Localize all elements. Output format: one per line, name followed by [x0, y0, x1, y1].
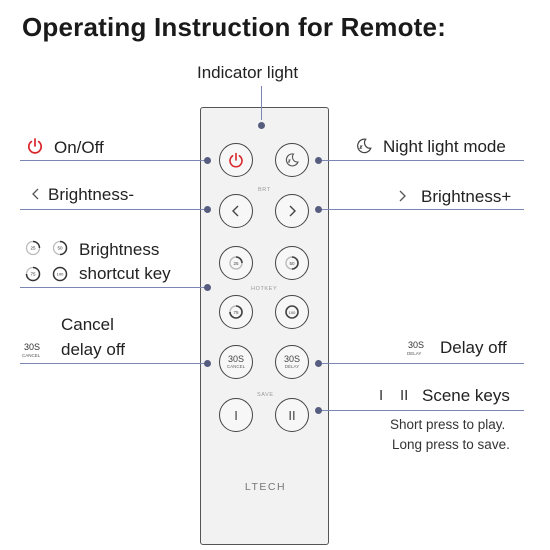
delay-off-label: Delay off [440, 338, 507, 357]
section-hotkey-label: HOTKEY [251, 286, 278, 292]
remote-body: BRT 25 50 HOTKEY 75 [200, 107, 329, 545]
delay-leader-line [320, 363, 524, 364]
cancel-leader-line [20, 363, 210, 364]
onoff-leader-line [20, 160, 210, 161]
brightness-plus-leader-line [320, 209, 524, 210]
shortcut-50-button[interactable]: 50 [275, 246, 309, 280]
scene-2-button[interactable]: II [275, 398, 309, 432]
brightness-plus-button[interactable] [275, 194, 309, 228]
dial-75-icon: 75 [25, 266, 41, 282]
cancel-delay-button-big: 30S [227, 353, 244, 364]
night-mode-icon [285, 153, 299, 167]
chevron-right-icon [289, 205, 296, 217]
delay-off-button[interactable]: 30S DELAY [275, 345, 309, 379]
scene-leader-line [320, 410, 524, 411]
shortcut-label-line2: shortcut key [79, 264, 171, 283]
brightness-minus-label: Brightness- [48, 185, 134, 204]
page-title: Operating Instruction for Remote: [22, 12, 447, 42]
scene-2-button-label: II [288, 407, 296, 423]
dial-50-icon [285, 256, 299, 270]
long-press-note: Long press to save. [392, 437, 510, 452]
shortcut-75-button[interactable]: 75 [219, 295, 253, 329]
scene-1-button[interactable]: I [219, 398, 253, 432]
chevron-left-icon [32, 188, 39, 200]
power-icon [27, 138, 43, 154]
indicator-light [258, 122, 265, 129]
delay-off-button-big: 30S [283, 353, 300, 364]
onoff-leader-dot [204, 157, 211, 164]
shortcut-label-line1: Brightness [79, 240, 160, 259]
night-leader-line [320, 160, 524, 161]
brightness-minus-leader-dot [204, 206, 211, 213]
svg-text:50: 50 [57, 246, 63, 251]
dial-75-icon [229, 305, 243, 319]
night-leader-dot [315, 157, 322, 164]
dial-100-icon: 100 [52, 266, 68, 282]
scene-icon-1: I [379, 387, 384, 404]
brand-logo: LTECH [244, 481, 287, 493]
delay-leader-dot [315, 360, 322, 367]
onoff-label: On/Off [54, 138, 104, 157]
cancel-icon-big: 30S [24, 342, 41, 352]
scene-1-button-label: I [234, 407, 238, 423]
dial-25-icon: 25 [25, 240, 41, 256]
indicator-leader-line [261, 86, 262, 120]
shortcut-leader-line [20, 287, 210, 288]
cancel-label-line2: delay off [61, 340, 125, 359]
brightness-minus-button[interactable] [219, 194, 253, 228]
scene-leader-dot [315, 407, 322, 414]
power-icon [229, 152, 243, 168]
chevron-right-icon [399, 190, 406, 202]
shortcut-25-value: 25 [233, 260, 239, 266]
delay-off-button-small: DELAY [284, 363, 300, 369]
dial-25-icon [229, 256, 243, 270]
scene-icon-2: II [400, 387, 409, 404]
section-brt-label: BRT [258, 187, 271, 193]
cancel-icon-small: CANCEL [22, 353, 41, 358]
chevron-left-icon [232, 205, 239, 217]
night-mode-icon [357, 138, 372, 154]
shortcut-75-value: 75 [233, 309, 239, 315]
brightness-plus-leader-dot [315, 206, 322, 213]
dial-100-icon [285, 305, 299, 319]
cancel-leader-dot [204, 360, 211, 367]
night-label: Night light mode [383, 137, 506, 156]
brightness-plus-label: Brightness+ [421, 187, 512, 206]
shortcut-25-button[interactable]: 25 [219, 246, 253, 280]
indicator-label: Indicator light [197, 63, 299, 82]
shortcut-50-value: 50 [289, 260, 295, 266]
brightness-minus-leader-line [20, 209, 210, 210]
scene-label: Scene keys [422, 386, 510, 405]
cancel-delay-button[interactable]: 30S CANCEL [219, 345, 253, 379]
section-save-label: SAVE [257, 392, 274, 398]
shortcut-100-button[interactable]: 100 [275, 295, 309, 329]
dial-50-icon: 50 [52, 240, 68, 256]
night-mode-button[interactable] [275, 143, 309, 177]
svg-text:100: 100 [57, 272, 64, 277]
shortcut-leader-dot [204, 284, 211, 291]
svg-text:75: 75 [30, 272, 36, 277]
delay-icon-big: 30S [408, 340, 425, 350]
svg-text:25: 25 [30, 246, 36, 251]
power-button[interactable] [219, 143, 253, 177]
cancel-delay-button-small: CANCEL [226, 363, 246, 369]
cancel-label-line1: Cancel [61, 315, 114, 334]
shortcut-100-value: 100 [288, 309, 296, 315]
delay-icon-small: DELAY [407, 351, 422, 356]
short-press-note: Short press to play. [390, 417, 506, 432]
